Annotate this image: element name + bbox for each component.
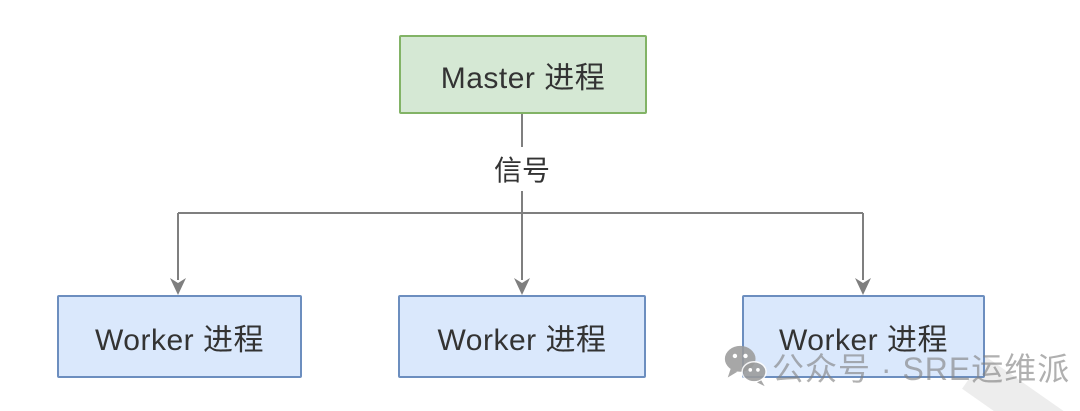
master-process-node: Master 进程 bbox=[399, 35, 647, 114]
worker-process-label: Worker 进程 bbox=[779, 323, 948, 357]
arrowhead-middle bbox=[514, 278, 530, 295]
worker-process-node-middle: Worker 进程 bbox=[398, 295, 646, 378]
worker-process-label: Worker 进程 bbox=[95, 323, 264, 357]
signal-edge-label-text: 信号 bbox=[493, 155, 550, 186]
signal-edge-label: 信号 bbox=[487, 147, 557, 191]
arrowhead-left bbox=[170, 278, 186, 295]
worker-process-node-left: Worker 进程 bbox=[57, 295, 302, 378]
arrowhead-right bbox=[855, 278, 871, 295]
master-process-label: Master 进程 bbox=[440, 61, 606, 95]
worker-process-label: Worker 进程 bbox=[437, 323, 607, 357]
worker-process-node-right: Worker 进程 bbox=[742, 295, 985, 378]
